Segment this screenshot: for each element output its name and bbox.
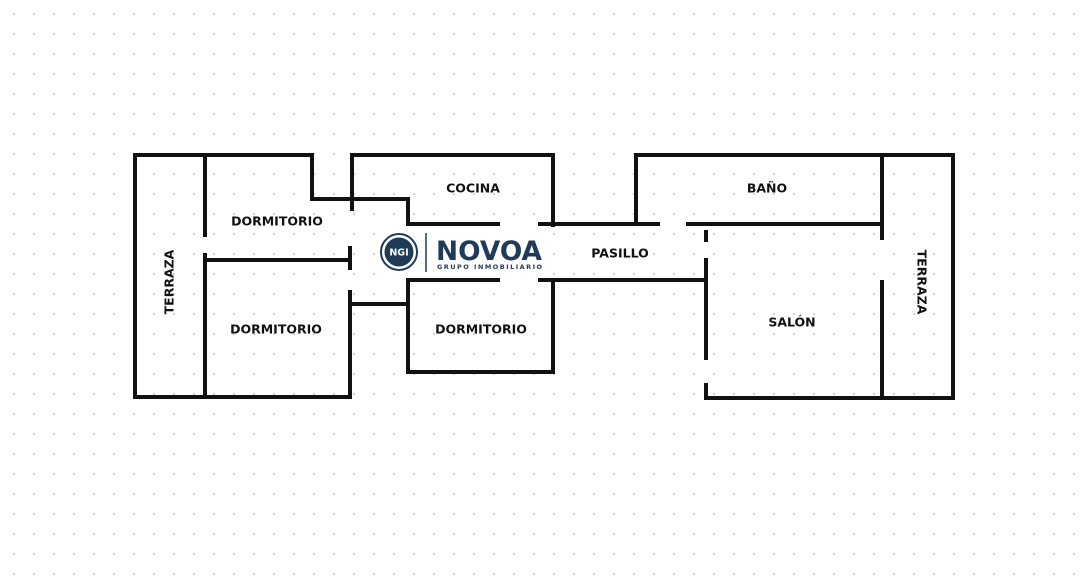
room-label-salon: SALÓN — [768, 315, 815, 330]
room-label-dormitorio-center: DORMITORIO — [435, 322, 527, 337]
room-label-dormitorio-top: DORMITORIO — [231, 214, 323, 229]
wall — [634, 153, 955, 400]
room-label-terraza-left: TERRAZA — [162, 249, 177, 314]
logo-emblem-ring — [380, 233, 418, 271]
room-label-dormitorio-bottom: DORMITORIO — [230, 322, 322, 337]
wall — [350, 197, 500, 226]
wall — [133, 153, 352, 201]
logo-name: NOVOA — [436, 236, 542, 267]
logo-emblem-text: NGI — [389, 248, 408, 259]
wall — [350, 153, 555, 227]
wall — [133, 153, 352, 399]
logo-emblem-icon — [384, 237, 414, 267]
wall — [406, 278, 555, 374]
logo-tagline: GRUPO INMOBILIARIO — [437, 263, 542, 271]
room-label-pasillo: PASILLO — [591, 246, 648, 261]
novoa-logo: NGI NOVOA GRUPO INMOBILIARIO — [376, 228, 550, 276]
room-label-terraza-right: TERRAZA — [915, 250, 930, 315]
wall — [406, 278, 500, 300]
walls — [133, 153, 955, 400]
room-label-cocina: COCINA — [446, 181, 500, 196]
room-label-bano: BAÑO — [747, 181, 787, 196]
